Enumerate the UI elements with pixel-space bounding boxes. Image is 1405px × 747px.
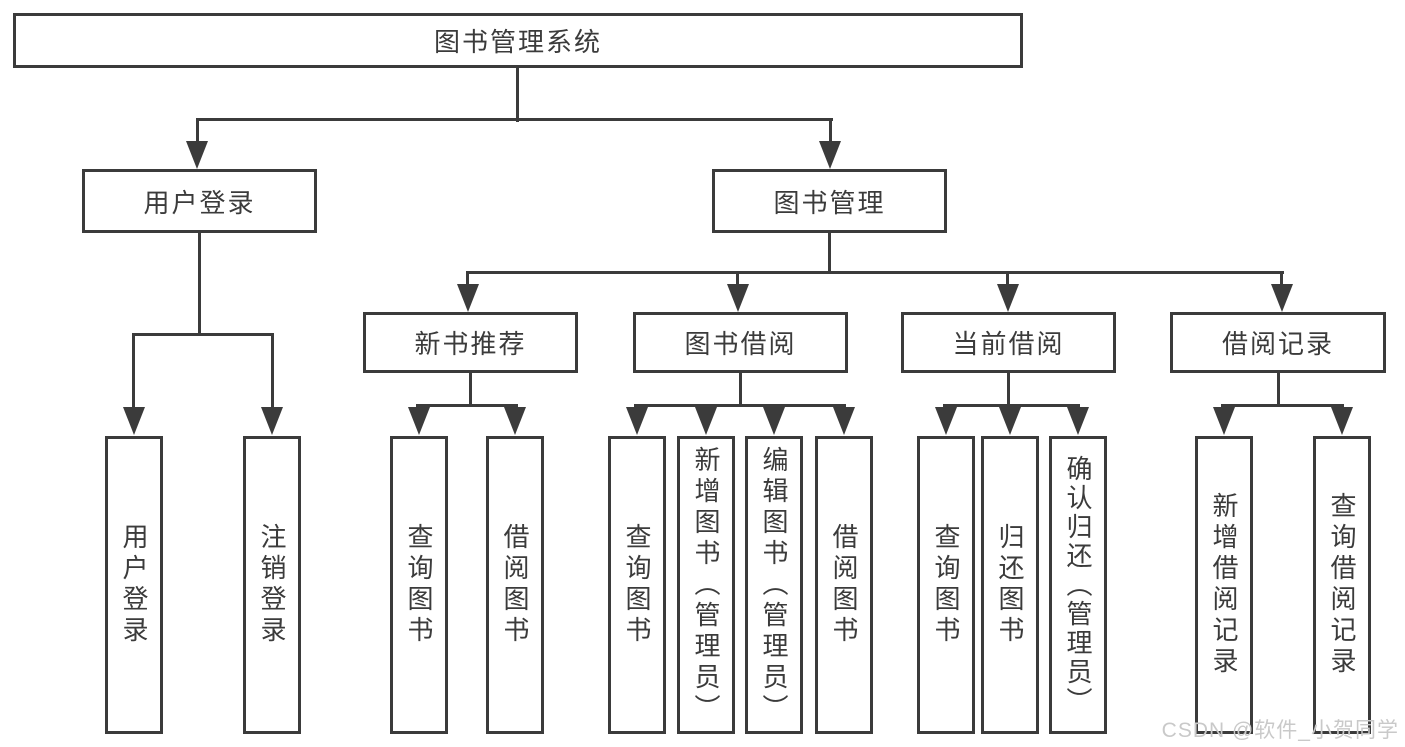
leaf-logout: 注销登录 [243, 436, 301, 734]
node-new-book-recommendation: 新书推荐 [363, 312, 578, 373]
arrow-down-icon [819, 141, 841, 169]
connector-drop [1280, 271, 1283, 287]
arrow-down-icon [408, 407, 430, 435]
connector-drop [271, 333, 274, 413]
watermark: CSDN @软件_小贺同学 [1161, 719, 1399, 742]
leaf-add-book-admin: 新增图书（管理员） [677, 436, 735, 734]
connector-stem [739, 373, 742, 407]
connector-hline [416, 404, 518, 407]
connector-drop [736, 271, 739, 287]
leaf-recommend-borrow-book: 借阅图书 [486, 436, 544, 734]
arrow-down-icon [997, 284, 1019, 312]
arrow-down-icon [1331, 407, 1353, 435]
leaf-return-book: 归还图书 [981, 436, 1039, 734]
connector-userlogin-hline [132, 333, 274, 336]
arrow-down-icon [695, 407, 717, 435]
leaf-confirm-return-admin: 确认归还（管理员） [1049, 436, 1107, 734]
connector-hline [634, 404, 846, 407]
connector-drop [829, 118, 832, 146]
node-current-borrowing: 当前借阅 [901, 312, 1116, 373]
arrow-down-icon [833, 407, 855, 435]
connector-drop [466, 271, 469, 287]
connector-drop [196, 118, 199, 146]
connector-stem [1277, 373, 1280, 407]
leaf-edit-book-admin: 编辑图书（管理员） [745, 436, 803, 734]
connector-root-stem [516, 68, 519, 122]
connector-drop [132, 333, 135, 413]
connector-level3-hline [466, 271, 1284, 274]
arrow-down-icon [261, 407, 283, 435]
arrow-down-icon [1271, 284, 1293, 312]
connector-bookmgmt-stem [828, 233, 831, 274]
arrow-down-icon [727, 284, 749, 312]
leaf-borrow-book: 借阅图书 [815, 436, 873, 734]
leaf-current-query-book: 查询图书 [917, 436, 975, 734]
node-book-management: 图书管理 [712, 169, 947, 233]
connector-stem [1007, 373, 1010, 407]
arrow-down-icon [935, 407, 957, 435]
leaf-borrow-query-book: 查询图书 [608, 436, 666, 734]
arrow-down-icon [1067, 407, 1089, 435]
connector-drop [1006, 271, 1009, 287]
connector-hline [1221, 404, 1344, 407]
arrow-down-icon [186, 141, 208, 169]
node-borrowing-records: 借阅记录 [1170, 312, 1386, 373]
connector-stem [469, 373, 472, 407]
arrow-down-icon [504, 407, 526, 435]
connector-userlogin-stem [198, 233, 201, 335]
leaf-add-borrow-record: 新增借阅记录 [1195, 436, 1253, 734]
node-user-login: 用户登录 [82, 169, 317, 233]
arrow-down-icon [457, 284, 479, 312]
connector-level2-hline [196, 118, 833, 121]
leaf-recommend-query-book: 查询图书 [390, 436, 448, 734]
arrow-down-icon [123, 407, 145, 435]
arrow-down-icon [1213, 407, 1235, 435]
leaf-user-login: 用户登录 [105, 436, 163, 734]
node-root: 图书管理系统 [13, 13, 1023, 68]
connector-hline [943, 404, 1080, 407]
node-book-borrowing: 图书借阅 [633, 312, 848, 373]
arrow-down-icon [763, 407, 785, 435]
arrow-down-icon [999, 407, 1021, 435]
leaf-query-borrow-record: 查询借阅记录 [1313, 436, 1371, 734]
arrow-down-icon [626, 407, 648, 435]
